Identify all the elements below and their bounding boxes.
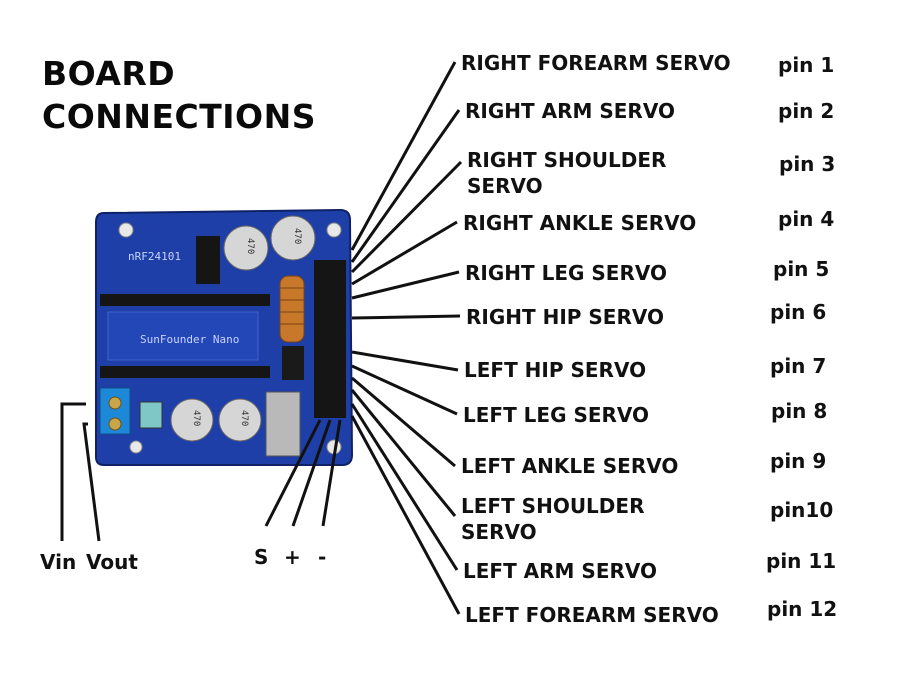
servo-label-line: LEFT ANKLE SERVO [461,454,679,478]
servo-wire [350,160,463,274]
signal-wires [264,419,342,527]
servo-wire [350,403,459,571]
svg-text:470: 470 [292,228,302,244]
terminal-screw [108,417,122,431]
servo-label-line: LEFT SHOULDER [461,494,645,518]
svg-text:470: 470 [191,410,201,426]
servo-label-line: RIGHT SHOULDER [467,148,667,172]
title-line-1: BOARD [42,54,176,93]
servo-label-line: RIGHT HIP SERVO [466,305,664,329]
servo-label-line: LEFT LEG SERVO [463,403,650,427]
pin-label: pin 12 [767,597,838,621]
regulator-chip [282,346,304,380]
servo-label-line: RIGHT ANKLE SERVO [463,211,697,235]
capacitor: 470 [223,225,269,271]
pin-label: pin 8 [771,399,828,423]
servo-label-line: LEFT ARM SERVO [463,559,658,583]
terminal-screw [108,396,122,410]
pin-label: pin 11 [766,549,837,573]
svg-text:470: 470 [245,238,255,254]
vout-wire [82,422,101,542]
pin-label: pin 1 [778,53,835,77]
chip-label: nRF24101 [128,250,181,263]
servo-label: LEFT LEG SERVO [463,402,649,428]
servo-label-line: SERVO [461,520,537,544]
servo-label: LEFT FOREARM SERVO [465,602,719,628]
heatsink [265,391,301,457]
signal-minus-label: - [318,545,327,569]
servo-wire [351,314,461,320]
pin-label: pin 6 [770,300,827,324]
servo-label: LEFT ARM SERVO [463,558,657,584]
title-line-2: CONNECTIONS [42,97,316,136]
mount-hole [326,222,342,238]
servo-wire [351,270,460,300]
servo-wire [351,220,458,286]
servo-wire [351,376,456,468]
pin-label: pin 4 [778,207,835,231]
pin-label: pin10 [770,498,834,522]
servo-label: RIGHT FOREARM SERVO [461,50,731,76]
servo-label-line: SERVO [467,174,543,198]
radio-header [196,236,220,284]
servo-label-line: RIGHT ARM SERVO [465,99,675,123]
nano-label: SunFounder Nano [140,333,239,346]
pin-label: pin 5 [773,257,830,281]
led-indicator [139,401,163,429]
signal-plus-label: + [284,545,301,569]
servo-wires [350,61,463,615]
servo-label-line: LEFT FOREARM SERVO [465,603,719,627]
power-terminal [99,387,131,435]
diagram-title: BOARD CONNECTIONS [42,52,316,138]
pin-label: pin 9 [770,449,827,473]
servo-label: RIGHT ANKLE SERVO [463,210,696,236]
servo-wire [350,415,461,615]
power-wires [60,402,101,542]
servo-label-line: LEFT HIP SERVO [464,358,647,382]
signal-s-label: S [254,545,269,569]
servo-wire [351,350,459,372]
servo-label-line: RIGHT LEG SERVO [465,261,667,285]
servo-driver-board: nRF24101 SunFounder Nano 470 470 [95,208,354,466]
mount-hole [118,222,134,238]
servo-wire [350,109,461,263]
servo-label: LEFT HIP SERVO [464,357,646,383]
pin-label: pin 3 [779,152,836,176]
capacitor: 470 [218,398,262,442]
svg-text:470: 470 [239,410,249,426]
servo-label: RIGHT LEG SERVO [465,260,667,286]
servo-wire [350,61,457,251]
servo-wire [350,389,457,517]
signal-wire-s [264,419,322,527]
servo-label: LEFT ANKLE SERVO [461,453,678,479]
pin-label: pin 2 [778,99,835,123]
signal-wire-plus [291,419,332,527]
nano-header-bottom [100,366,270,378]
mount-hole [129,440,143,454]
nano-header-top [100,294,270,306]
capacitor: 470 [170,398,214,442]
vin-label: Vin [40,550,77,574]
pin-label: pin 7 [770,354,827,378]
vout-label: Vout [86,550,138,574]
capacitor: 470 [270,215,316,261]
servo-label: RIGHT HIP SERVO [466,304,664,330]
vin-wire [60,402,86,541]
servo-label: RIGHT ARM SERVO [465,98,675,124]
servo-pin-header [314,260,346,418]
nano-socket [107,311,259,361]
servo-label-line: RIGHT FOREARM SERVO [461,51,731,75]
inductor-coil [279,275,305,343]
signal-wire-minus [321,419,342,527]
servo-wire [351,364,458,416]
